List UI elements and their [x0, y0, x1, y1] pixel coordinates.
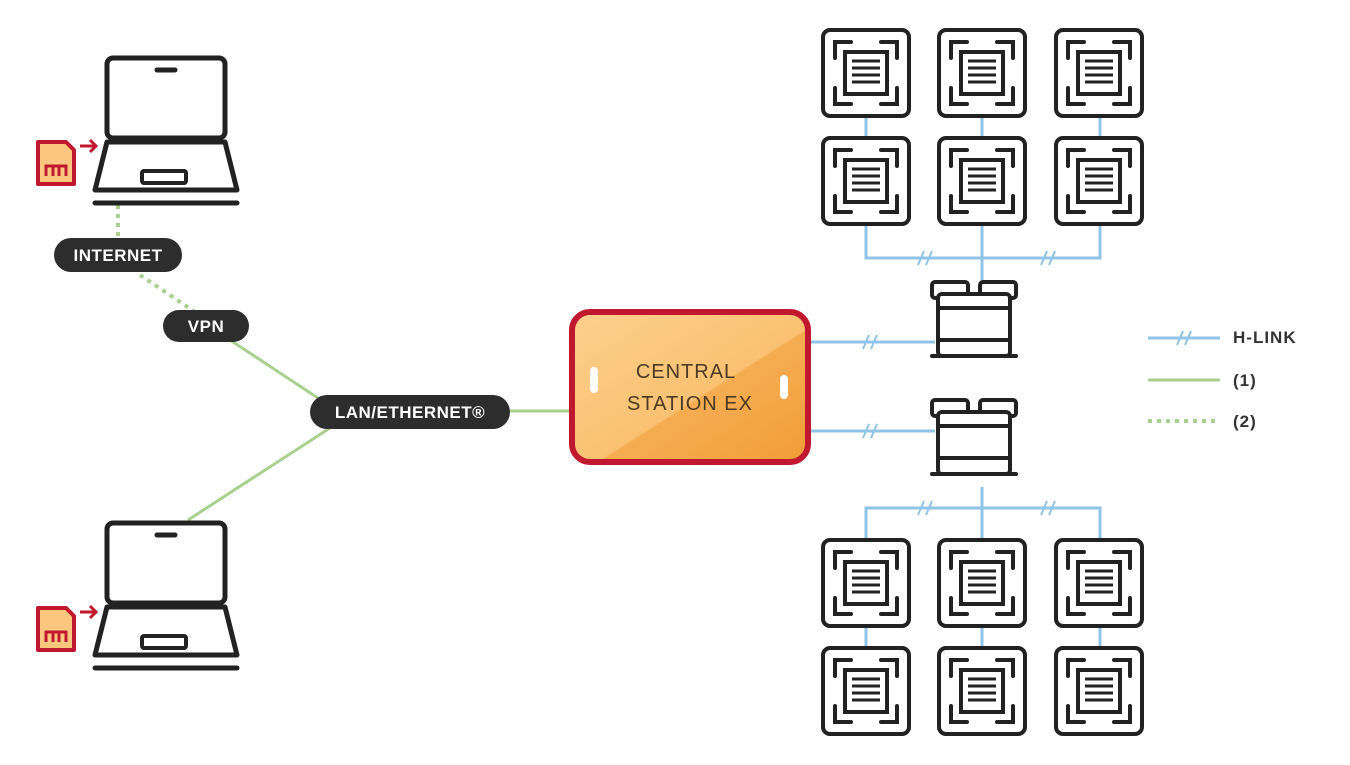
- cassette-unit-icon: [821, 538, 911, 628]
- central-station-line2: STATION EX: [627, 393, 753, 415]
- cassette-unit-icon: [1054, 538, 1144, 628]
- link-vpn-lan: [229, 338, 319, 400]
- legend-item-solid: (1): [1148, 371, 1257, 390]
- outdoor-unit-icon: [930, 280, 1018, 358]
- cassette-unit-icon: [821, 28, 911, 118]
- cassette-unit-icon: [937, 28, 1027, 118]
- laptop-icon: [95, 58, 237, 203]
- link-lan-laptop: [187, 426, 331, 522]
- legend-label-dashed: (2): [1233, 412, 1257, 431]
- internet-pill: INTERNET: [54, 238, 182, 272]
- cassette-unit-icon: [937, 646, 1027, 736]
- cassette-unit-icon: [1054, 136, 1144, 226]
- cassette-unit-icon: [1054, 646, 1144, 736]
- internet-label: INTERNET: [74, 246, 163, 265]
- sim-card-icon: [36, 604, 98, 652]
- legend-label-solid: (1): [1233, 371, 1257, 390]
- lan-label: LAN/ETHERNET®: [335, 403, 485, 422]
- lan-pill: LAN/ETHERNET®: [310, 395, 510, 429]
- central-station: CENTRAL STATION EX: [569, 309, 811, 465]
- cassette-unit-icon: [937, 538, 1027, 628]
- legend-item-dashed: (2): [1148, 412, 1257, 431]
- cassette-unit-icon: [1054, 28, 1144, 118]
- outdoor-unit-icon: [930, 398, 1018, 476]
- laptop-icon: [95, 523, 237, 668]
- cassette-unit-icon: [821, 646, 911, 736]
- legend: H-LINK (1) (2): [1148, 328, 1297, 431]
- network-lines: [116, 205, 573, 522]
- cassette-unit-icon: [821, 136, 911, 226]
- central-station-line1: CENTRAL: [636, 361, 736, 383]
- cassette-unit-icon: [937, 136, 1027, 226]
- legend-item-hlink: H-LINK: [1148, 328, 1297, 347]
- vpn-pill: VPN: [163, 310, 249, 342]
- sim-card-icon: [36, 138, 98, 186]
- hlink-lines: [810, 118, 1102, 648]
- dashed-link-internet-vpn: [138, 273, 197, 314]
- legend-label-hlink: H-LINK: [1233, 328, 1297, 347]
- vpn-label: VPN: [188, 317, 224, 336]
